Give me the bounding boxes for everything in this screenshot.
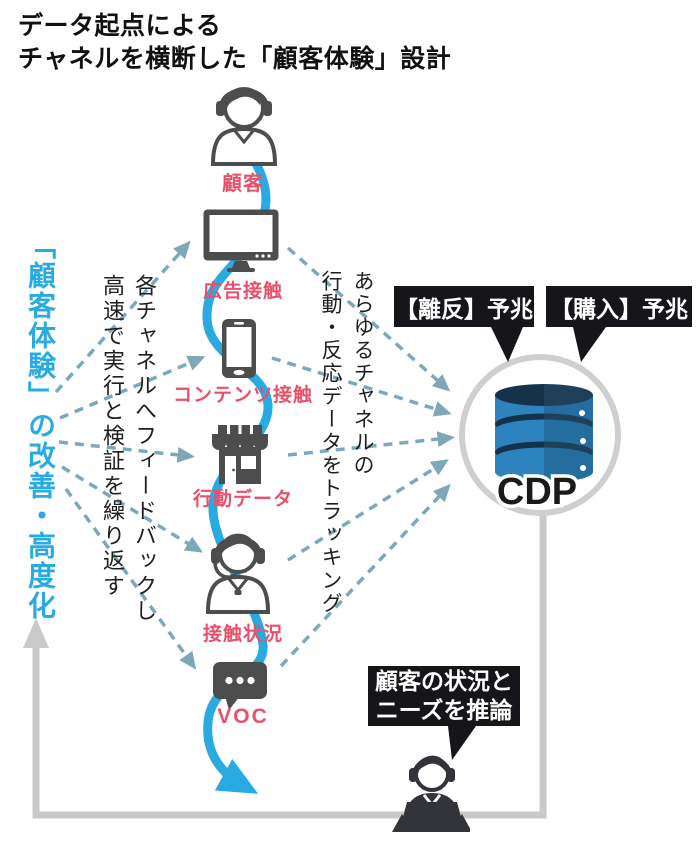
speech-bubble-dots-icon xyxy=(212,661,269,711)
feedback-loop-line xyxy=(23,513,547,819)
customer-headphones-icon xyxy=(205,78,283,166)
monitor-icon xyxy=(202,208,280,274)
arrow-to-ad xyxy=(54,240,191,394)
channel-label-behavior: 行動データ xyxy=(192,489,293,510)
arrow-behavior-to-cdp xyxy=(287,431,455,457)
tracking-note-vertical-text: あらゆるチャネルの 行動・反応データをトラッキング xyxy=(319,270,374,615)
database-icon xyxy=(495,384,593,483)
call-agent-headset-icon xyxy=(202,524,274,614)
cdp-label: CDP xyxy=(497,471,577,513)
arrow-ad-to-cdp xyxy=(286,246,451,392)
channel-label-contact-status: 接触状況 xyxy=(202,624,283,645)
arrow-voc-to-cdp xyxy=(279,483,451,668)
channel-label-ad: 広告接触 xyxy=(202,281,283,302)
channel-label-voc: VOC xyxy=(217,705,269,728)
arrow-to-voc xyxy=(64,487,197,670)
smartphone-icon xyxy=(221,318,257,379)
analyst-headset-laptop-icon xyxy=(390,740,470,834)
arrow-to-contact xyxy=(61,465,203,553)
churn-badge-pointer xyxy=(491,327,523,362)
goal-vertical-text: 「顧客体験」の改善・高度化 xyxy=(25,231,56,621)
churn-prediction-badge: 【離反】予兆 xyxy=(394,286,534,327)
purchase-badge-pointer xyxy=(573,327,606,362)
arrow-content-to-cdp xyxy=(271,356,452,417)
feedback-arrows xyxy=(54,240,206,670)
channel-label-customer: 顧客 xyxy=(222,173,264,195)
arrow-contact-to-cdp xyxy=(287,459,449,562)
store-icon xyxy=(208,425,272,484)
inference-callout: 顧客の状況と ニーズを推論 xyxy=(368,666,520,726)
loop-up-arrowhead xyxy=(23,618,49,648)
arrow-to-behavior xyxy=(58,440,195,463)
channel-label-content: コンテンツ接触 xyxy=(173,385,314,406)
purchase-prediction-badge: 【購入】予兆 xyxy=(546,286,692,327)
tracking-arrows xyxy=(271,246,455,668)
inference-box-pointer xyxy=(448,726,476,760)
page-title: データ起点による チャネルを横断した「顧客体験」設計 xyxy=(18,12,452,73)
feedback-note-vertical-text: 各チャネルへフィードバックし 高速で実行と検証を繰り返す xyxy=(100,274,157,624)
